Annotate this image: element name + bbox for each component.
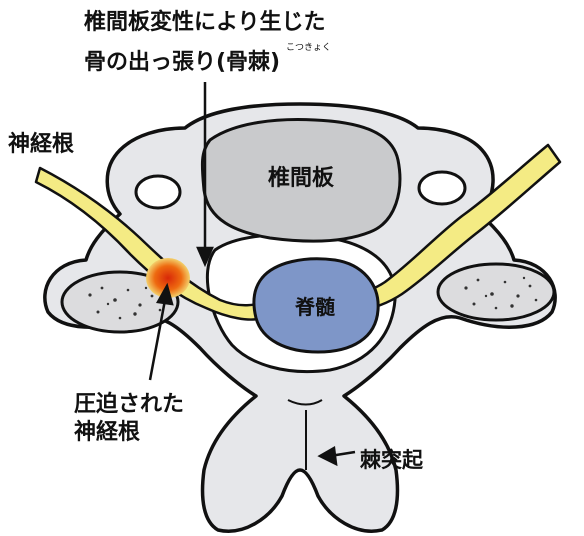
title-line1: 椎間板変性により生じた xyxy=(84,10,326,35)
foramen-left xyxy=(136,176,180,208)
foramen-right xyxy=(419,172,465,204)
label-compressed-line1: 圧迫された xyxy=(74,392,184,417)
facet-right xyxy=(438,264,554,320)
label-compressed-line2: 神経根 xyxy=(74,420,140,445)
title-ruby: こつきょく xyxy=(286,40,331,53)
label-spinal-cord: 脊髄 xyxy=(295,296,335,319)
title-line2: 骨の出っ張り(骨棘) xyxy=(84,50,280,75)
label-nerve-root: 神経根 xyxy=(8,132,74,157)
label-disc: 椎間板 xyxy=(268,166,334,191)
label-spinous-process: 棘突起 xyxy=(360,448,423,472)
